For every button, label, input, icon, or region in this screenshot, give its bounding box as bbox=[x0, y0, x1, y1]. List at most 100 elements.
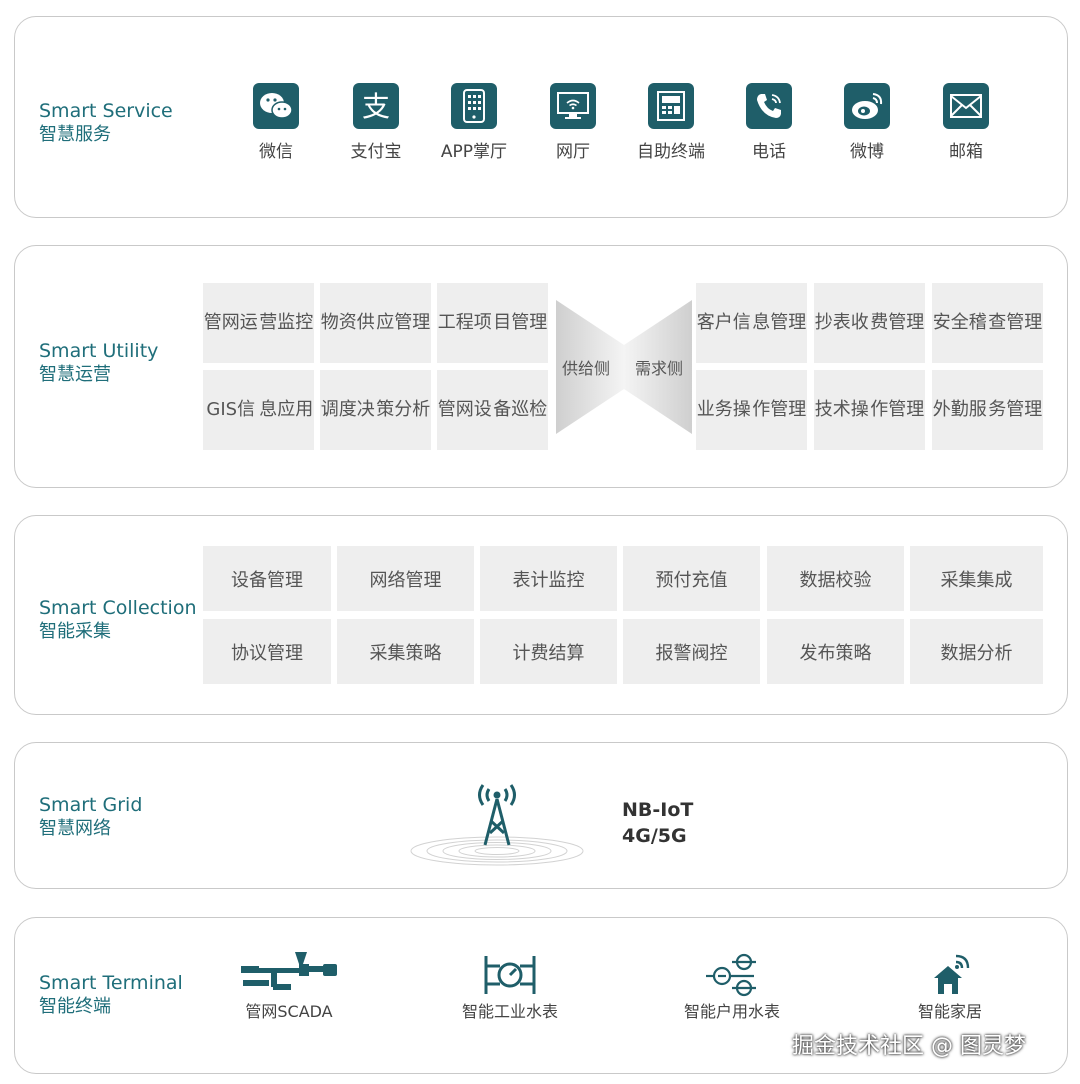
smart-utility-title: Smart Utility 智慧运营 bbox=[39, 339, 158, 387]
collection-tile[interactable]: 计费结算 bbox=[480, 619, 617, 684]
collection-tile[interactable]: 设备管理 bbox=[203, 546, 331, 611]
collection-tile[interactable]: 采集集成 bbox=[910, 546, 1043, 611]
signal-tower-icon bbox=[409, 783, 589, 869]
svg-text:支: 支 bbox=[362, 90, 390, 123]
collection-tile[interactable]: 数据校验 bbox=[767, 546, 904, 611]
utility-tile[interactable]: 抄表收费管理 bbox=[814, 283, 925, 363]
supply-side-label: 供给侧 bbox=[562, 359, 611, 378]
terminal-item-household-meter[interactable]: 智能户用水表 bbox=[667, 952, 797, 1022]
tile-line: 技术操 bbox=[814, 399, 869, 420]
utility-tile[interactable]: 客户信息管理 bbox=[696, 283, 807, 363]
tile-line: 外勤服 bbox=[932, 399, 987, 420]
title-en: Smart Collection bbox=[39, 597, 197, 619]
service-item-web[interactable]: 网厅 bbox=[528, 83, 618, 162]
household-meter-icon bbox=[667, 952, 797, 998]
tile-line: 物资供 bbox=[320, 312, 375, 333]
collection-tile[interactable]: 表计监控 bbox=[480, 546, 617, 611]
title-zh: 智能终端 bbox=[39, 996, 111, 1017]
service-label: 邮箱 bbox=[949, 142, 983, 162]
collection-tile[interactable]: 发布策略 bbox=[767, 619, 904, 684]
smart-terminal-panel: Smart Terminal 智能终端 管网SCADA bbox=[14, 917, 1068, 1074]
tile-line: 客户信 bbox=[696, 312, 751, 333]
service-label: 网厅 bbox=[556, 142, 590, 162]
collection-tile[interactable]: 网络管理 bbox=[337, 546, 474, 611]
tile-line: 作管理 bbox=[752, 399, 807, 420]
smart-utility-panel: Smart Utility 智慧运营 管网运营监控 物资供应管理 工程项目管理 … bbox=[14, 245, 1068, 488]
title-zh: 智慧网络 bbox=[39, 818, 111, 839]
utility-tile[interactable]: 管网运营监控 bbox=[203, 283, 314, 363]
tile-line: 管网设 bbox=[437, 399, 492, 420]
tile-line: 查管理 bbox=[988, 312, 1043, 333]
utility-tile[interactable]: 安全稽查管理 bbox=[932, 283, 1043, 363]
terminal-item-scada[interactable]: 管网SCADA bbox=[233, 952, 345, 1022]
supply-demand-graphic: 供给侧 需求侧 bbox=[556, 300, 692, 434]
title-zh: 智慧运营 bbox=[39, 364, 111, 385]
utility-tile[interactable]: 外勤服务管理 bbox=[932, 370, 1043, 450]
title-en: Smart Service bbox=[39, 100, 173, 122]
tile-line: 抄表收 bbox=[814, 312, 869, 333]
title-en: Smart Grid bbox=[39, 794, 143, 816]
service-label: 微博 bbox=[850, 142, 884, 162]
service-label: 微信 bbox=[259, 142, 293, 162]
utility-tile[interactable]: 工程项目管理 bbox=[437, 283, 548, 363]
tile-line: 息应用 bbox=[259, 399, 314, 420]
tile-line: 工程项 bbox=[437, 312, 492, 333]
smart-grid-panel: Smart Grid 智慧网络 NB bbox=[14, 742, 1068, 889]
tile-line: 备巡检 bbox=[493, 399, 548, 420]
service-item-app[interactable]: APP掌厅 bbox=[429, 83, 519, 162]
tile-line: 目管理 bbox=[493, 312, 548, 333]
network-labels: NB-IoT 4G/5G bbox=[622, 797, 693, 849]
pipeline-icon bbox=[233, 952, 345, 998]
tile-line: 息管理 bbox=[752, 312, 807, 333]
utility-tile[interactable]: GIS信息应用 bbox=[203, 370, 314, 450]
mail-icon bbox=[943, 83, 989, 129]
collection-tile[interactable]: 数据分析 bbox=[910, 619, 1043, 684]
service-item-alipay[interactable]: 支 支付宝 bbox=[331, 83, 421, 162]
terminal-label: 智能工业水表 bbox=[461, 1002, 558, 1021]
utility-tile[interactable]: 业务操作管理 bbox=[696, 370, 807, 450]
terminal-item-industrial-meter[interactable]: 智能工业水表 bbox=[445, 952, 575, 1022]
mobile-app-icon bbox=[451, 83, 497, 129]
4g5g-label: 4G/5G bbox=[622, 825, 687, 847]
smart-grid-title: Smart Grid 智慧网络 bbox=[39, 793, 142, 841]
collection-tile[interactable]: 预付充值 bbox=[623, 546, 760, 611]
terminal-item-smart-home[interactable]: 智能家居 bbox=[895, 952, 1005, 1022]
collection-tile[interactable]: 报警阀控 bbox=[623, 619, 760, 684]
demand-side-label: 需求侧 bbox=[635, 359, 684, 378]
title-en: Smart Terminal bbox=[39, 972, 183, 994]
smart-service-title: Smart Service 智慧服务 bbox=[39, 99, 173, 147]
terminal-label: 管网SCADA bbox=[245, 1002, 333, 1021]
industrial-meter-icon bbox=[445, 952, 575, 998]
wechat-icon bbox=[253, 83, 299, 129]
smart-home-icon bbox=[895, 952, 1005, 998]
tile-line: 作管理 bbox=[870, 399, 925, 420]
service-label: 电话 bbox=[752, 142, 786, 162]
tile-line: 务管理 bbox=[988, 399, 1043, 420]
service-item-kiosk[interactable]: 自助终端 bbox=[626, 83, 716, 162]
service-item-wechat[interactable]: 微信 bbox=[231, 83, 321, 162]
collection-tile[interactable]: 协议管理 bbox=[203, 619, 331, 684]
service-item-mail[interactable]: 邮箱 bbox=[921, 83, 1011, 162]
terminal-label: 智能户用水表 bbox=[683, 1002, 780, 1021]
terminal-label: 智能家居 bbox=[917, 1002, 982, 1021]
phone-icon bbox=[746, 83, 792, 129]
tile-line: 安全稽 bbox=[932, 312, 987, 333]
smart-collection-title: Smart Collection 智能采集 bbox=[39, 596, 197, 644]
collection-tile[interactable]: 采集策略 bbox=[337, 619, 474, 684]
service-item-weibo[interactable]: 微博 bbox=[822, 83, 912, 162]
title-zh: 智能采集 bbox=[39, 621, 111, 642]
utility-tile[interactable]: 物资供应管理 bbox=[320, 283, 431, 363]
utility-tile[interactable]: 管网设备巡检 bbox=[437, 370, 548, 450]
smart-terminal-title: Smart Terminal 智能终端 bbox=[39, 971, 183, 1019]
tile-line: GIS信 bbox=[206, 399, 256, 420]
utility-tile[interactable]: 技术操作管理 bbox=[814, 370, 925, 450]
smart-service-panel: Smart Service 智慧服务 微信 支 支付宝 APP掌厅 网厅 自助终… bbox=[14, 16, 1068, 218]
utility-tile[interactable]: 调度决策分析 bbox=[320, 370, 431, 450]
service-label: APP掌厅 bbox=[440, 142, 508, 162]
tile-line: 业务操 bbox=[696, 399, 751, 420]
tile-line: 费管理 bbox=[870, 312, 925, 333]
service-label: 支付宝 bbox=[350, 142, 402, 162]
monitor-wifi-icon bbox=[550, 83, 596, 129]
nbiot-label: NB-IoT bbox=[622, 799, 694, 821]
service-item-phone[interactable]: 电话 bbox=[724, 83, 814, 162]
